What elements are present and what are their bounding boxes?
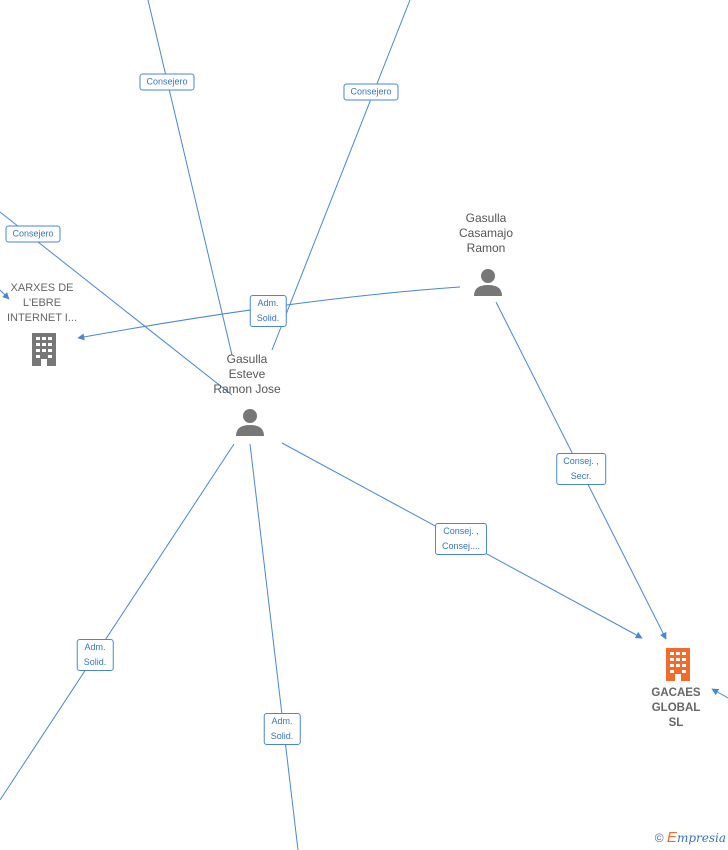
edge-consejero-top-left: [147, 0, 233, 356]
node-label-gacaes[interactable]: GACAES GLOBAL SL: [651, 687, 701, 729]
edge-label-adm-solid[interactable]: Adm. Solid.: [249, 295, 287, 327]
building-icon[interactable]: [28, 332, 60, 371]
person-icon[interactable]: [473, 267, 503, 302]
edge-consejero-top-right: [271, 0, 411, 351]
person-icon[interactable]: [235, 407, 265, 442]
edge-consejero-left: [0, 211, 233, 396]
node-label-xarxes[interactable]: XARXES DE L'EBRE INTERNET I...: [6, 282, 78, 324]
node-label-gasulla-esteve[interactable]: Gasulla Esteve Ramon Jose: [213, 352, 281, 396]
edge-label-adm-solid[interactable]: Adm. Solid.: [263, 713, 301, 745]
edge-label-adm-solid[interactable]: Adm. Solid.: [76, 639, 114, 671]
edge-arrow-into-xarxes: [0, 289, 10, 300]
edge-label-consej-consej[interactable]: Consej. , Consej....: [434, 523, 488, 555]
edge-adm-solid-lower-left: [0, 443, 235, 801]
edge-label-consej-secr[interactable]: Consej. , Secr.: [556, 453, 606, 485]
edge-label-consejero[interactable]: Consejero: [343, 83, 399, 101]
edge-arrow-into-gacaes-right: [711, 688, 728, 699]
edge-label-consejero[interactable]: Consejero: [5, 225, 61, 243]
copyright-symbol: ©: [654, 831, 664, 845]
brand-initial: E: [666, 829, 677, 846]
empresia-watermark: © Empresia: [655, 829, 726, 846]
building-icon-highlighted[interactable]: [662, 647, 694, 686]
brand-name: mpresia: [676, 831, 726, 845]
edge-adm-solid-bottom: [249, 443, 299, 850]
edge-label-consejero[interactable]: Consejero: [139, 73, 195, 91]
node-label-gasulla-casamajo[interactable]: Gasulla Casamajo Ramon: [458, 211, 514, 255]
